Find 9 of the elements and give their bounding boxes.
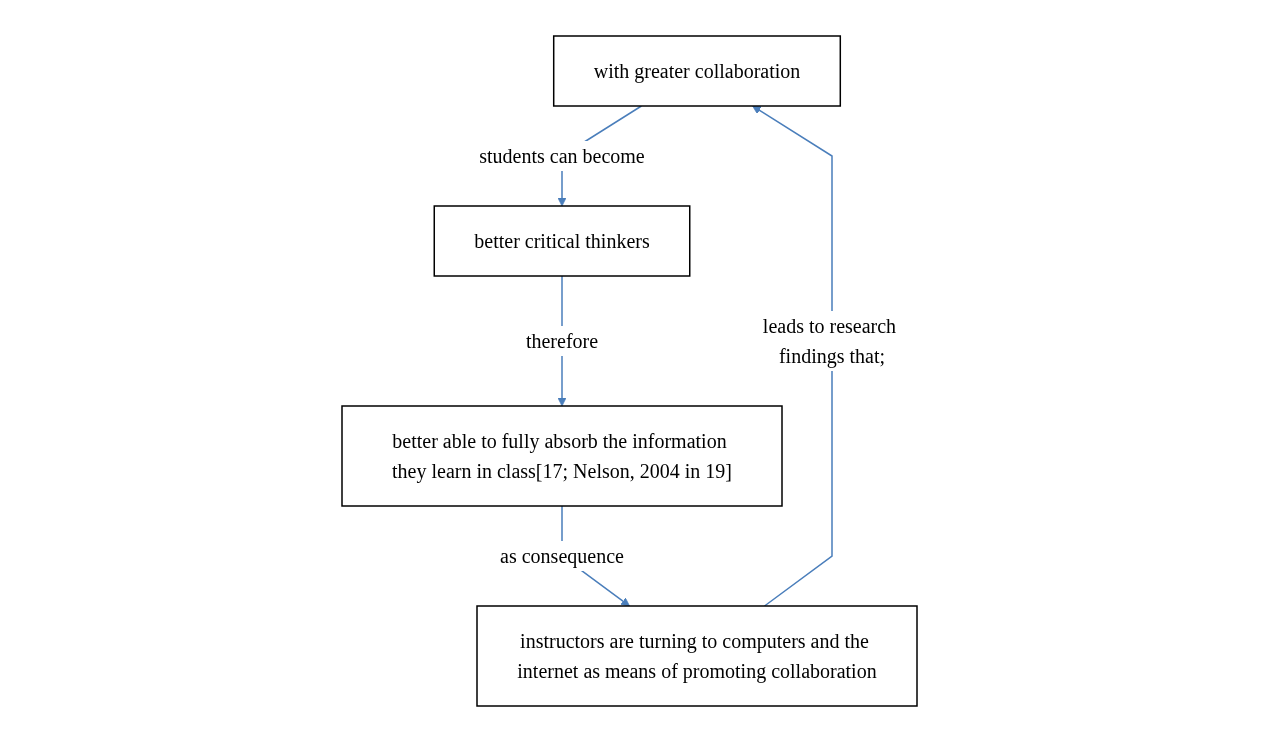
edge-label: students can become (479, 145, 645, 167)
node-box: instructors are turning to computers and the internet as means of promoting collaboration (476, 605, 918, 707)
arrow (752, 105, 833, 607)
node-box: better critical thinkers (433, 205, 691, 277)
edge-label: as consequence (500, 545, 624, 567)
node-box: with greater collaboration (552, 35, 842, 107)
edge-label: therefore (525, 330, 599, 352)
node-box: better able to fully absorb the information they learn in class[17; Nelson, 2004 in 19] (341, 405, 783, 507)
edge-label: leads to research findings that; (762, 315, 897, 367)
